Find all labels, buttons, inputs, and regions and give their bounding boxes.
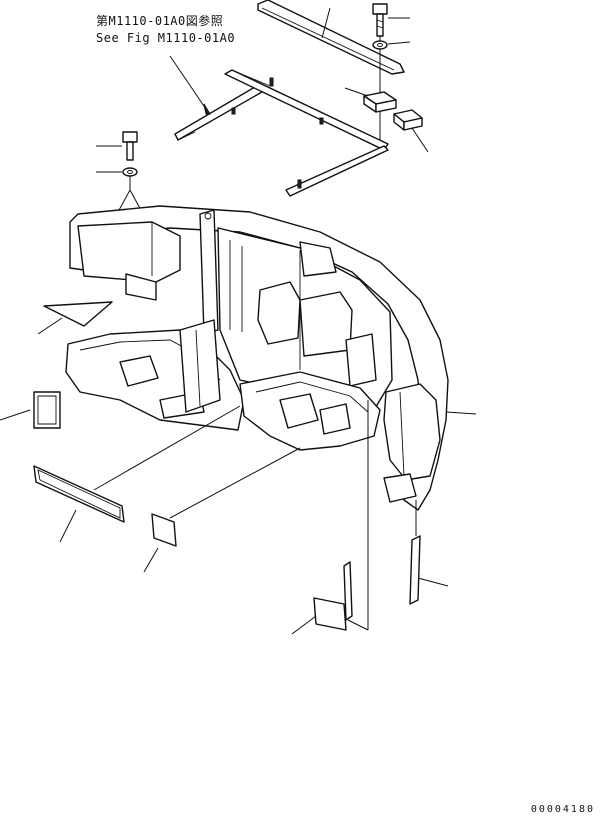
pad-small (143, 447, 301, 573)
washer-left (96, 167, 143, 213)
washer-top (372, 40, 411, 50)
strip-right (409, 500, 449, 605)
pad-left (0, 391, 61, 429)
frame-bracket (169, 55, 389, 197)
block-2 (393, 109, 429, 153)
block-1 (344, 87, 397, 113)
drawing-number: 00004180 (530, 804, 595, 815)
bolt-left (96, 131, 138, 161)
reference-note-japanese: 第M1110-01A0図参照 (96, 14, 224, 28)
counterweight-cover (65, 205, 477, 511)
reference-note-english: See Fig M1110-01A0 (96, 31, 236, 45)
seal-triangle (37, 301, 113, 335)
cover-plate (257, 0, 405, 75)
pad-bottom (291, 400, 369, 635)
strip-long (33, 405, 241, 543)
